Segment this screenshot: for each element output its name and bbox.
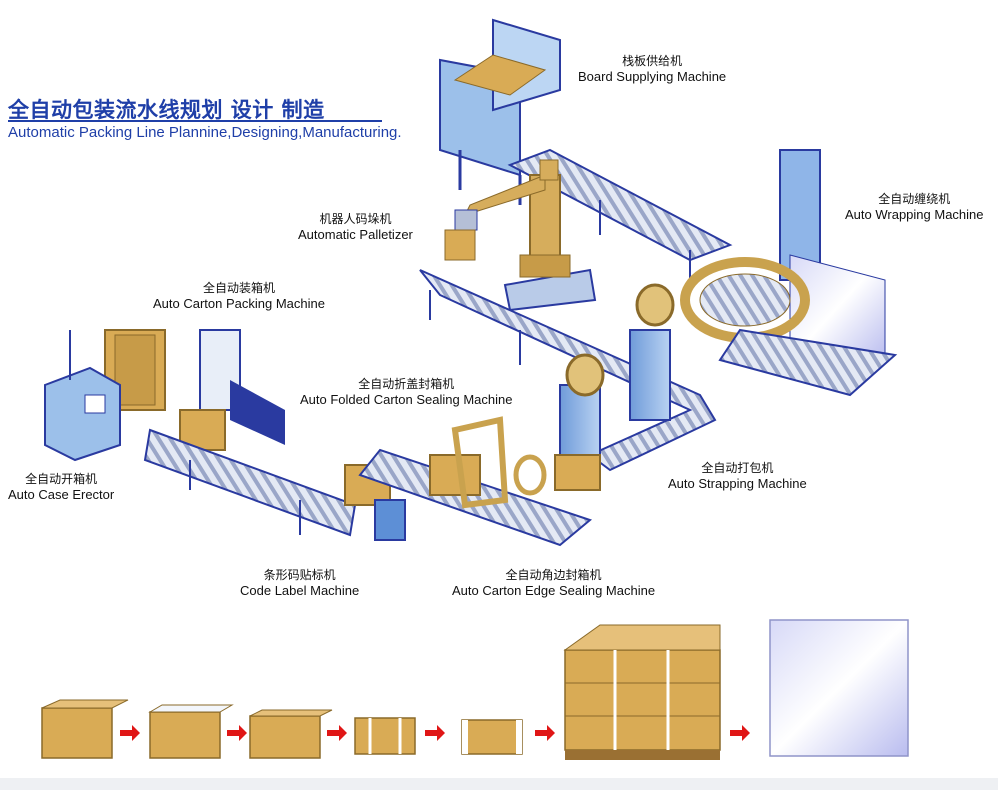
process-sequence <box>41 619 909 760</box>
label-auto-folded-carton-sealing: 全自动折盖封箱机 Auto Folded Carton Sealing Mach… <box>300 377 513 407</box>
sealing-conveyor <box>358 416 601 547</box>
step-strapped-carton <box>354 717 416 755</box>
footer-bar <box>0 778 998 790</box>
label-auto-carton-edge-sealing: 全自动角边封箱机 Auto Carton Edge Sealing Machin… <box>452 568 656 598</box>
lower-conveyor <box>143 428 357 537</box>
board-supplying-machine-graphic <box>439 18 561 205</box>
auto-wrapping-machine-graphic <box>680 149 898 397</box>
auto-case-erector-graphic <box>44 330 121 462</box>
step-open-carton <box>41 707 113 759</box>
title-chinese: 全自动包装流水线规划 设计 制造 <box>8 98 325 122</box>
label-board-supplying: 栈板供给机 Board Supplying Machine <box>578 54 727 84</box>
label-auto-case-erector: 全自动开箱机 Auto Case Erector <box>8 472 115 502</box>
label-automatic-palletizer: 机器人码垛机 Automatic Palletizer <box>298 212 413 242</box>
label-auto-strapping: 全自动打包机 Auto Strapping Machine <box>668 461 807 491</box>
arrow-icon <box>327 725 347 741</box>
step-edge-protected-carton <box>461 719 523 755</box>
label-code-label: 条形码贴标机 Code Label Machine <box>240 568 360 598</box>
label-auto-wrapping: 全自动缠绕机 Auto Wrapping Machine <box>845 192 984 222</box>
arrow-icon <box>535 725 555 741</box>
step-filled-carton <box>149 711 221 759</box>
label-auto-carton-packing: 全自动装箱机 Auto Carton Packing Machine <box>153 281 325 311</box>
arrow-icon <box>227 725 247 741</box>
arrow-icon <box>730 725 750 741</box>
arrow-icon <box>425 725 445 741</box>
title-underline <box>8 120 382 122</box>
title-english: Automatic Packing Line Plannine,Designin… <box>8 124 402 141</box>
step-wrapped-pallet <box>769 619 909 757</box>
upper-conveyor <box>507 148 733 285</box>
auto-carton-packing-machine-graphic <box>104 329 285 451</box>
step-sealed-carton <box>249 715 321 759</box>
arrow-icon <box>120 725 140 741</box>
robot-palletizer-graphic <box>444 159 597 312</box>
step-palletized-stack <box>563 624 721 760</box>
